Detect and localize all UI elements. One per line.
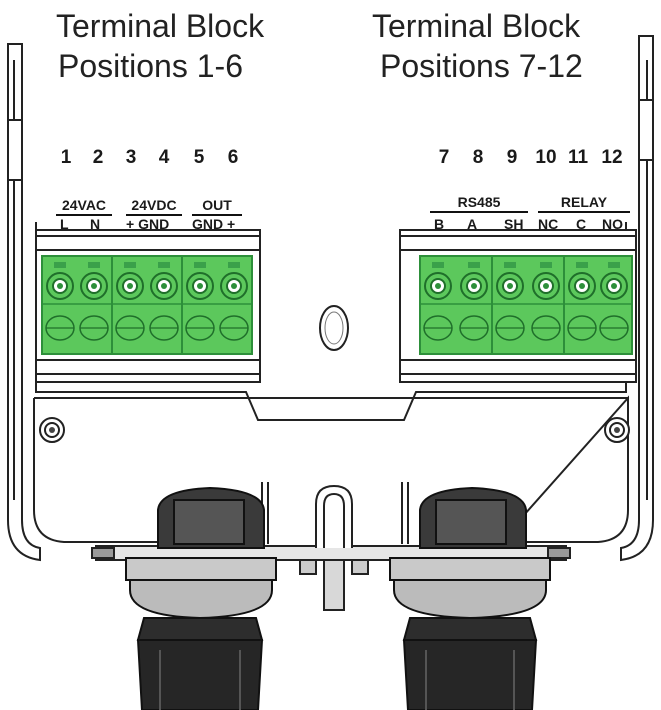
heading-left-line1: Terminal Block xyxy=(56,8,265,44)
terminal-screw xyxy=(115,262,145,341)
right-terminal-block xyxy=(419,255,633,355)
pin-label-dc: + GND xyxy=(126,216,170,232)
group-rs485: RS485 xyxy=(430,194,528,213)
terminal-number: 6 xyxy=(227,147,239,168)
pin-label-c: C xyxy=(576,216,587,232)
left-terminal-block xyxy=(41,255,253,355)
heading-left: Terminal Block Positions 1-6 xyxy=(56,6,264,86)
group-24vdc-title: 24VDC xyxy=(126,197,182,216)
terminal-number: 8 xyxy=(472,147,484,168)
terminal-screw xyxy=(185,262,215,341)
terminal-screw xyxy=(149,262,179,341)
right-rail xyxy=(620,35,654,562)
heading-right: Terminal Block Positions 7-12 xyxy=(372,6,583,86)
group-out-title: OUT xyxy=(192,197,242,216)
group-rs485-title: RS485 xyxy=(430,194,528,213)
terminal-screw xyxy=(567,262,597,341)
terminal-number: 3 xyxy=(125,147,137,168)
pin-label-l: L xyxy=(60,216,69,232)
terminal-screw xyxy=(459,262,489,341)
terminal-number: 7 xyxy=(438,147,450,168)
terminal-number: 1 xyxy=(60,147,72,168)
terminal-number: 12 xyxy=(601,147,623,168)
terminal-number: 2 xyxy=(92,147,104,168)
group-relay-title: RELAY xyxy=(538,194,630,213)
group-out: OUT xyxy=(192,197,242,216)
terminal-number: 9 xyxy=(506,147,518,168)
group-24vdc: 24VDC xyxy=(126,197,182,216)
pin-label-n: N xyxy=(90,216,101,232)
cable-gland-left xyxy=(125,486,277,710)
terminal-number: 4 xyxy=(158,147,170,168)
mounting-hole-right xyxy=(604,417,630,443)
group-24vac: 24VAC xyxy=(56,197,112,216)
pin-label-out: GND + xyxy=(192,216,236,232)
terminal-screw xyxy=(45,262,75,341)
terminal-number: 5 xyxy=(193,147,205,168)
terminal-screw xyxy=(599,262,629,341)
pin-label-b: B xyxy=(434,216,445,232)
pin-label-sh: SH xyxy=(504,216,524,232)
heading-left-line2: Positions 1-6 xyxy=(58,48,243,84)
terminal-screw xyxy=(495,262,525,341)
left-rail xyxy=(7,43,41,562)
terminal-screw xyxy=(79,262,109,341)
heading-right-line2: Positions 7-12 xyxy=(380,48,583,84)
center-mounting-slot xyxy=(319,305,349,351)
terminal-screw xyxy=(531,262,561,341)
group-relay: RELAY xyxy=(538,194,630,213)
terminal-screw xyxy=(423,262,453,341)
group-24vac-title: 24VAC xyxy=(56,197,112,216)
pin-label-a: A xyxy=(467,216,478,232)
mounting-hole-left xyxy=(39,417,65,443)
terminal-number: 10 xyxy=(535,147,557,168)
pin-label-no: NO xyxy=(602,216,623,232)
terminal-screw xyxy=(219,262,249,341)
heading-right-line1: Terminal Block xyxy=(372,8,581,44)
terminal-number: 11 xyxy=(567,147,589,168)
pin-label-nc: NC xyxy=(538,216,559,232)
cable-gland-right xyxy=(389,486,551,710)
